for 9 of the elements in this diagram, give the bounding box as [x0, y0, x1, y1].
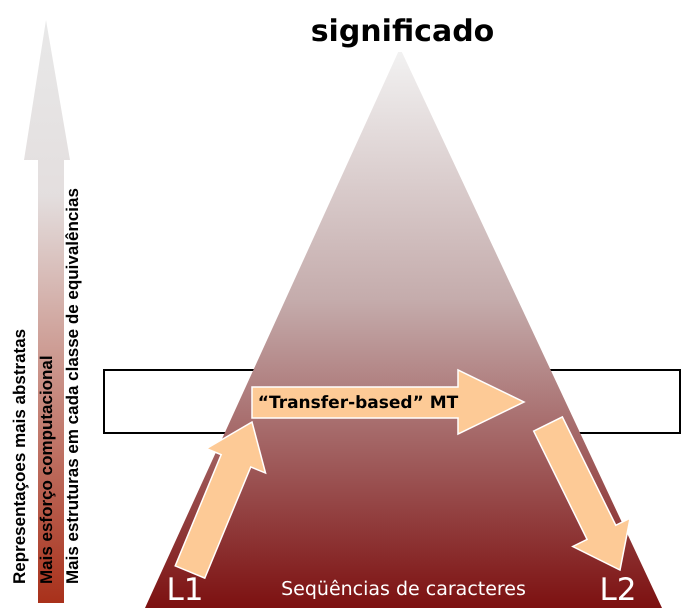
language-label: L2 [598, 572, 638, 608]
language-label: L1 [166, 572, 204, 608]
block-arrow [174, 420, 267, 580]
block-arrow [532, 416, 632, 572]
axis-label: Mais estruturas em cada classe de equivalências [63, 188, 83, 584]
base-label: Seqüências de caracteres [280, 577, 527, 602]
transfer-label: “Transfer-based” MT [258, 392, 458, 414]
axis-label: Representaçoes mais abstratas [10, 328, 30, 584]
axis-label: Mais esforço computacional [37, 355, 57, 584]
